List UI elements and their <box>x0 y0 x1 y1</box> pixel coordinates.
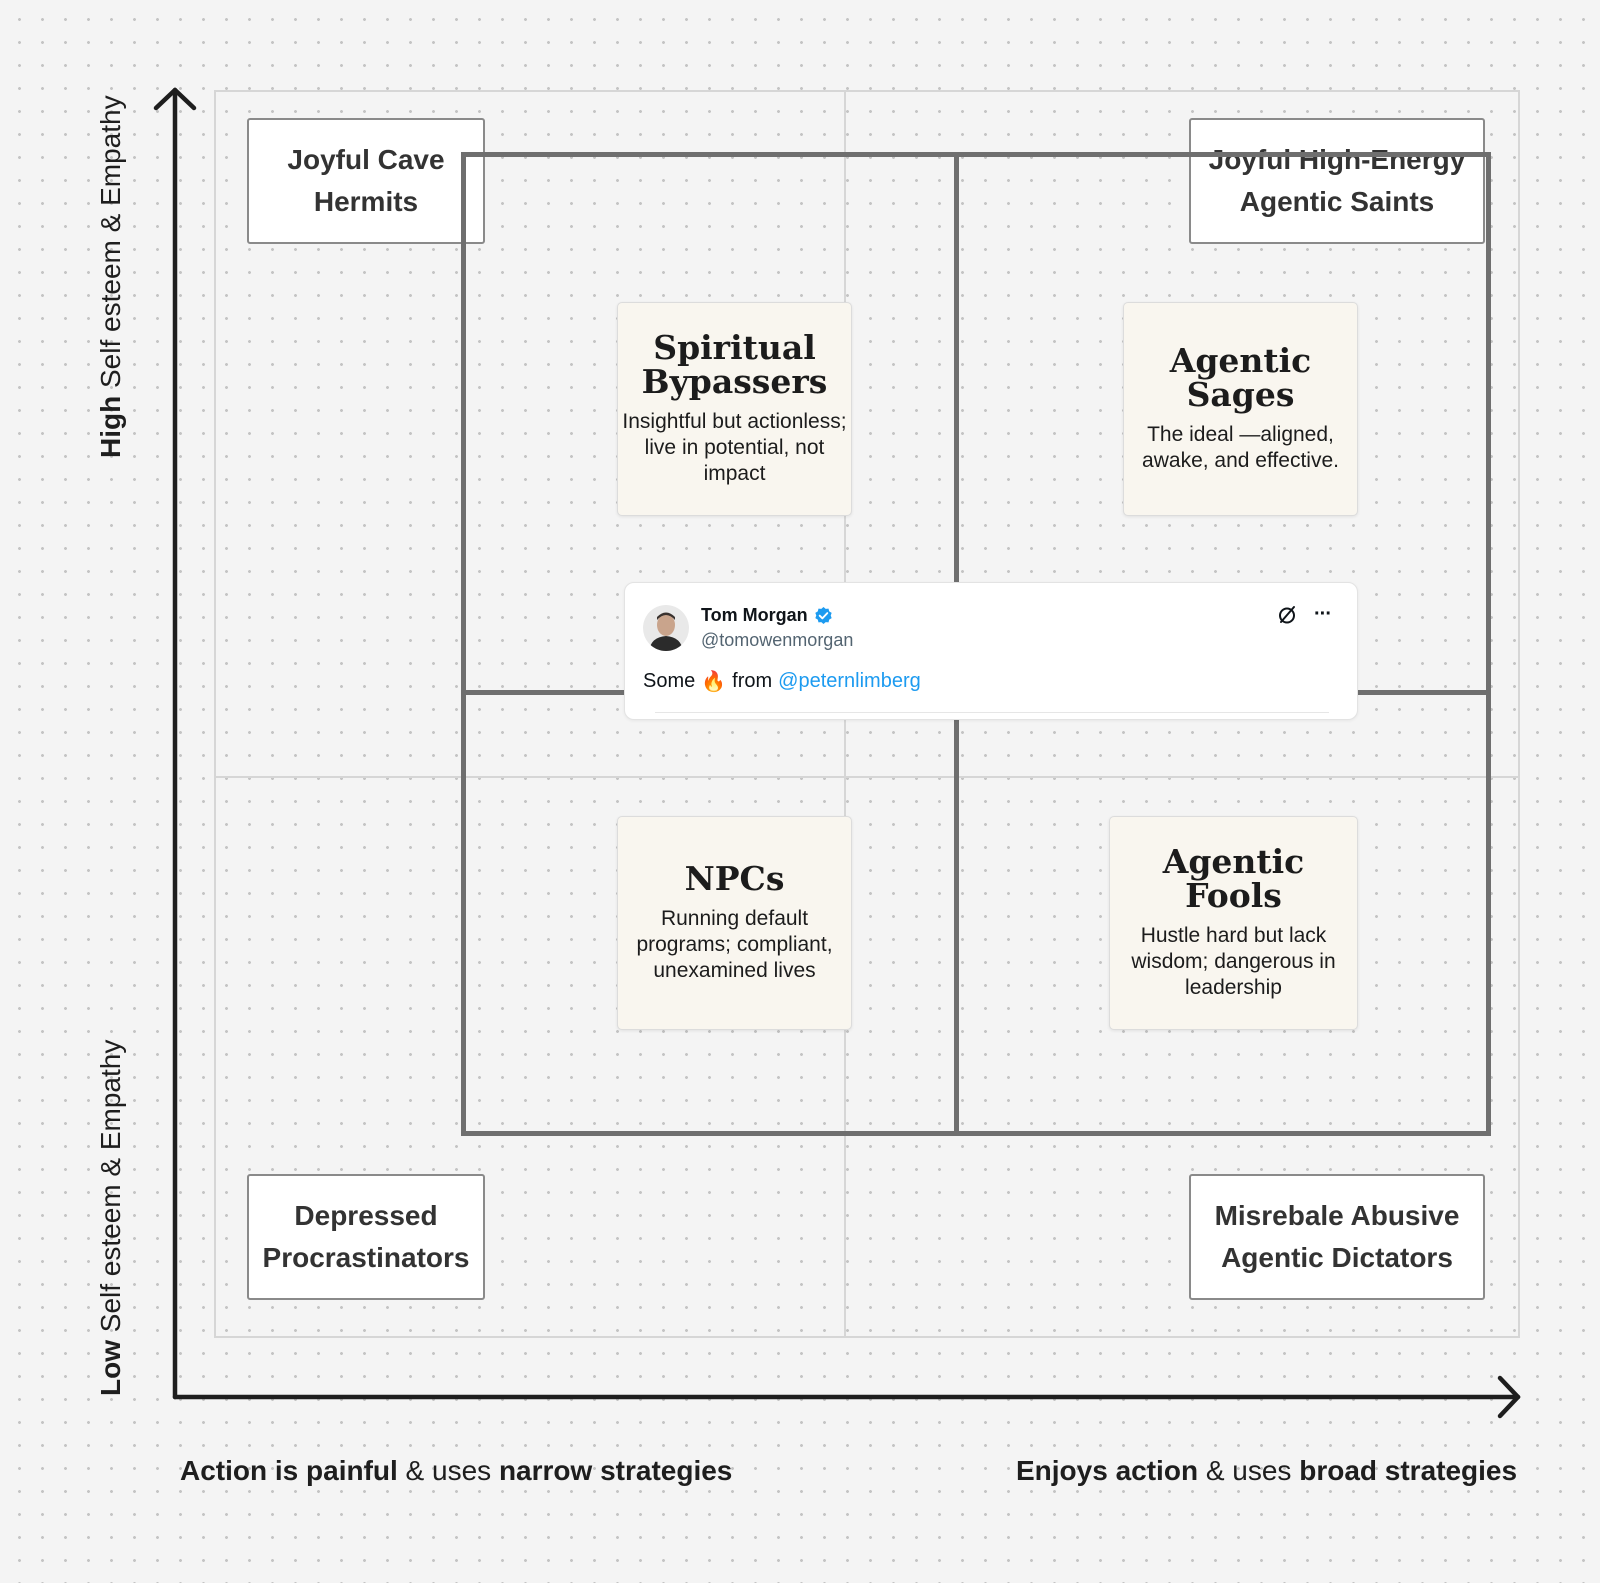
y-axis-label-high: High Self esteem & Empathy <box>95 95 127 458</box>
grok-icon[interactable] <box>1276 604 1298 626</box>
y-high-rest: Self esteem & Empathy <box>95 95 126 396</box>
tweet-divider <box>655 712 1329 713</box>
x-right-bold2: broad strategies <box>1299 1455 1518 1486</box>
corner-label: Misrebale Abusive Agentic Dictators <box>1214 1200 1460 1273</box>
mention-link[interactable]: @peternlimberg <box>778 670 921 692</box>
outer-quadrant-frame <box>214 90 1520 1338</box>
x-axis-label-left: Action is painful & uses narrow strategi… <box>180 1455 732 1487</box>
tweet-author-handle[interactable]: @tomowenmorgan <box>701 630 854 650</box>
tweet-text-mid: from <box>732 670 773 692</box>
avatar[interactable] <box>643 605 689 651</box>
tweet-card[interactable]: Tom Morgan @tomowenmorgan ··· Some 🔥 fro… <box>624 582 1358 720</box>
inner-quadrant-frame <box>461 152 1491 1136</box>
y-low-rest: Self esteem & Empathy <box>95 1039 126 1340</box>
author-name-text: Tom Morgan <box>701 605 808 625</box>
more-options-icon[interactable]: ··· <box>1314 603 1332 625</box>
corner-label: Depressed Procrastinators <box>262 1200 470 1273</box>
card-description: Hustle hard but lack wisdom; dangerous i… <box>1131 924 1336 999</box>
y-high-bold: High <box>95 395 126 458</box>
card-npcs: NPCs Running default programs; compliant… <box>617 816 852 1030</box>
verified-badge-icon <box>814 606 832 625</box>
corner-joyful-cave-hermits: Joyful Cave Hermits <box>247 118 485 244</box>
x-axis-label-right: Enjoys action & uses broad strategies <box>1016 1455 1517 1487</box>
corner-joyful-agentic-saints: Joyful High-Energy Agentic Saints <box>1189 118 1485 244</box>
y-axis-label-low: Low Self esteem & Empathy <box>95 1040 127 1396</box>
card-agentic-sages: Agentic Sages The ideal —aligned, awake,… <box>1123 302 1358 516</box>
y-axis <box>153 87 197 1400</box>
card-title: NPCs <box>684 859 785 898</box>
card-spiritual-bypassers: Spiritual Bypassers Insightful but actio… <box>617 302 852 516</box>
tweet-actions: ··· <box>1276 603 1332 626</box>
x-left-bold1: Action is painful <box>180 1455 398 1486</box>
card-description: The ideal —aligned, awake, and effective… <box>1142 423 1339 472</box>
corner-label: Joyful Cave Hermits <box>287 144 445 217</box>
card-agentic-fools: Agentic Fools Hustle hard but lack wisdo… <box>1109 816 1358 1030</box>
fire-emoji: 🔥 <box>701 671 727 693</box>
corner-depressed-procrastinators: Depressed Procrastinators <box>247 1174 485 1300</box>
x-left-bold2: narrow strategies <box>498 1455 733 1486</box>
card-title: Spiritual Bypassers <box>641 328 828 401</box>
x-right-mid: & uses <box>1198 1455 1300 1486</box>
tweet-text: Some 🔥 from @peternlimberg <box>643 669 921 694</box>
corner-abusive-dictators: Misrebale Abusive Agentic Dictators <box>1189 1174 1485 1300</box>
tweet-text-start: Some <box>643 670 696 692</box>
card-title: Agentic Fools <box>1162 842 1305 915</box>
tweet-author-name[interactable]: Tom Morgan <box>701 605 833 626</box>
x-right-bold1: Enjoys action <box>1016 1455 1199 1486</box>
x-left-mid: & uses <box>397 1455 499 1486</box>
x-axis <box>172 1375 1521 1419</box>
card-description: Running default programs; compliant, une… <box>636 907 833 982</box>
card-title: Agentic Sages <box>1169 341 1312 414</box>
corner-label: Joyful High-Energy Agentic Saints <box>1208 144 1466 217</box>
card-description: Insightful but actionless; live in poten… <box>622 410 847 485</box>
y-low-bold: Low <box>95 1340 126 1396</box>
outer-horizontal-divider <box>214 776 1520 778</box>
